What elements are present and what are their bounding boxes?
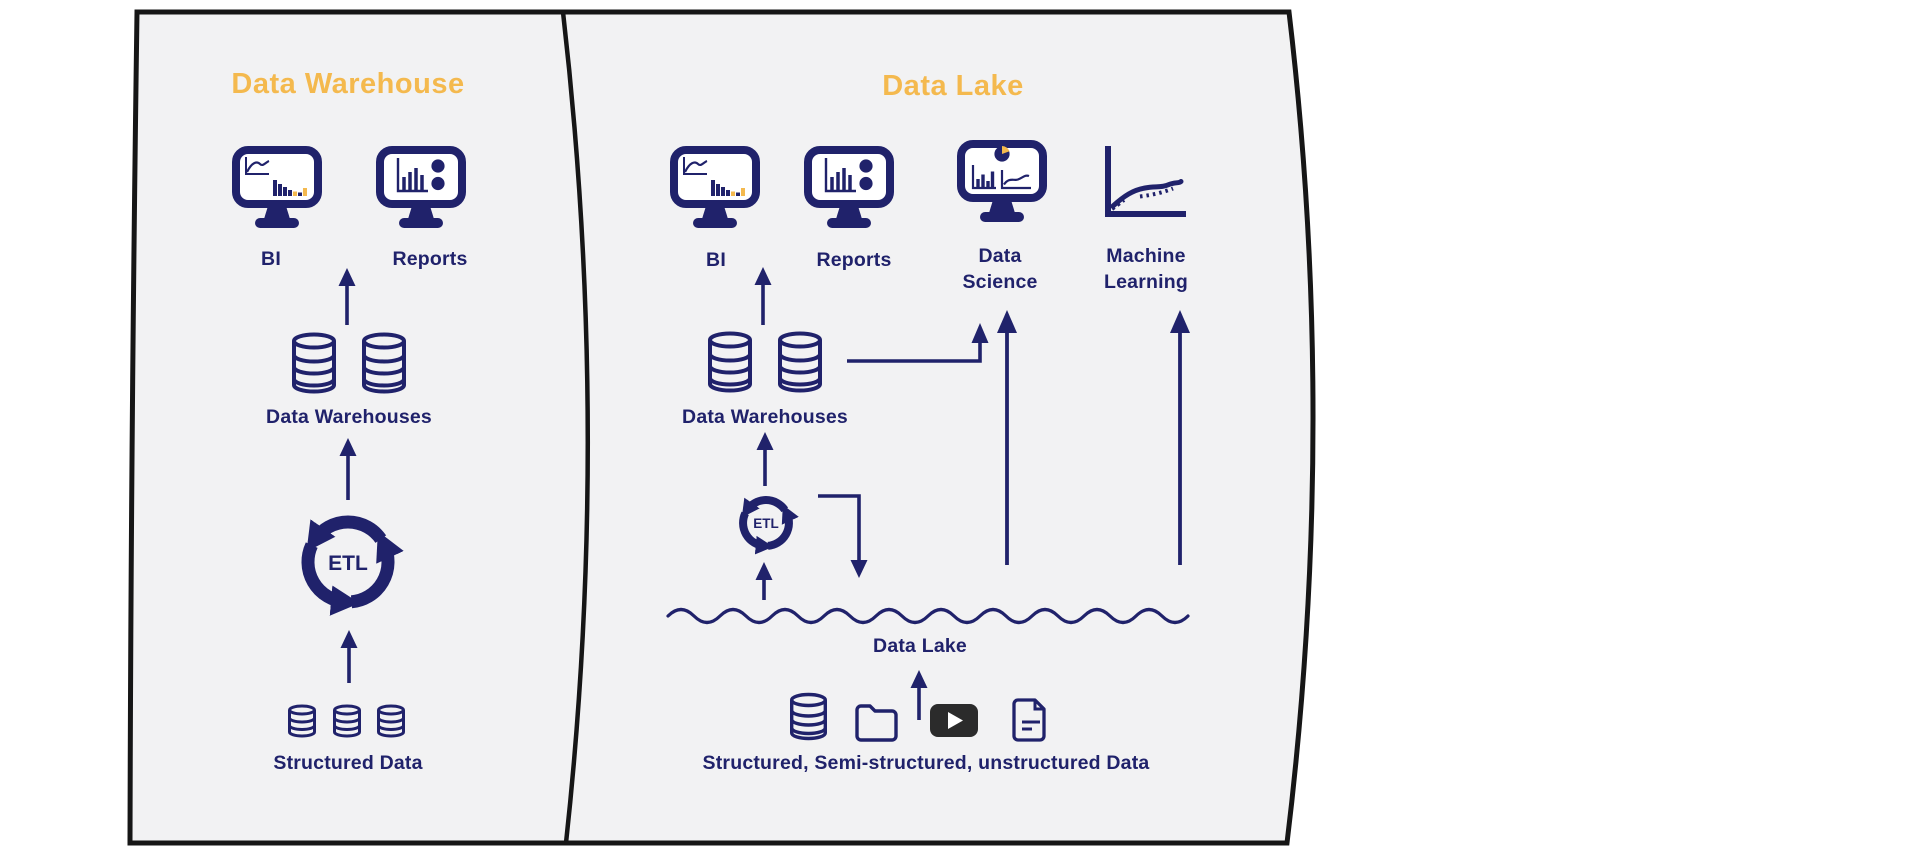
- wh-etl-icon: ETL: [301, 515, 404, 616]
- dl-reports-label: Reports: [816, 249, 892, 271]
- wh-etl-label: ETL: [328, 552, 368, 575]
- video-play-icon: [930, 704, 978, 737]
- data-science-label: Data Science: [962, 243, 1037, 295]
- data-science-monitor-icon: [961, 144, 1043, 222]
- dl-warehouses-label: Data Warehouses: [682, 406, 848, 428]
- dl-bi-label: BI: [706, 249, 726, 271]
- arrow-etl-to-warehouses: [339, 438, 357, 500]
- machine-learning-label-line2: Learning: [1104, 271, 1188, 293]
- document-icon: [1012, 698, 1046, 742]
- wh-reports-label: Reports: [392, 248, 468, 270]
- arrow-warehouses-to-bi: [338, 268, 356, 325]
- arrow-structured-to-etl: [340, 630, 358, 683]
- machine-learning-label: Machine Learning: [1104, 243, 1188, 295]
- wh-bi-label: BI: [261, 248, 281, 270]
- panel-divider: [560, 11, 591, 844]
- machine-learning-icon: [1105, 146, 1186, 217]
- data-science-label-line2: Science: [962, 271, 1038, 293]
- wh-sources-label: Structured Data: [273, 752, 423, 774]
- arrow-warehouses-to-data-science: [847, 323, 989, 363]
- arrow-lake-to-data-science: [997, 310, 1017, 565]
- folder-icon: [855, 704, 898, 742]
- arrow-lake-to-machine-learning: [1170, 310, 1190, 565]
- arrow-lake-to-etl: [755, 562, 773, 600]
- machine-learning-label-line1: Machine: [1106, 245, 1186, 267]
- data-science-label-line1: Data: [978, 245, 1022, 267]
- lake-label: Data Lake: [873, 635, 967, 657]
- lake-surface-wave: [666, 607, 1190, 625]
- warehouse-panel-title: Data Warehouse: [231, 68, 465, 100]
- lake-panel-title: Data Lake: [882, 70, 1024, 102]
- wh-warehouses-label: Data Warehouses: [266, 406, 432, 428]
- dl-etl-label: ETL: [753, 516, 779, 531]
- arrow-lake-warehouses-to-bi: [754, 267, 772, 325]
- dl-etl-icon: ETL: [739, 496, 799, 555]
- arrow-etl-to-lake: [818, 494, 868, 578]
- dl-sources-label: Structured, Semi-structured, unstructure…: [702, 752, 1150, 774]
- arrow-sources-to-lake: [910, 670, 928, 720]
- arrow-lake-etl-to-warehouses: [756, 432, 774, 486]
